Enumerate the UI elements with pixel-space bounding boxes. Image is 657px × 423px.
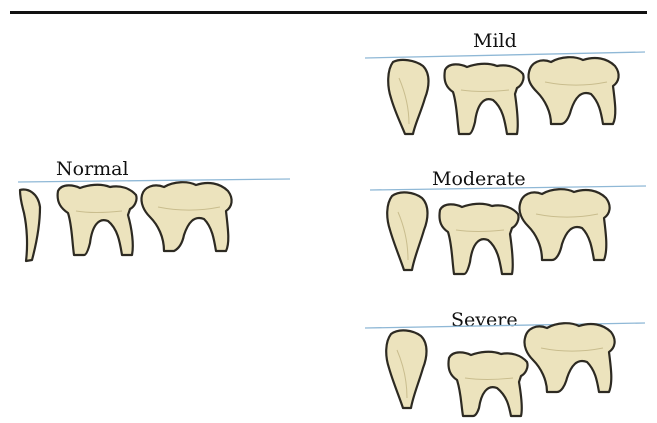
- occlusal-reference-line: [370, 186, 646, 190]
- tooth-premolar: [58, 185, 137, 255]
- mild-illustration: [365, 32, 650, 142]
- tooth-premolar: [439, 204, 518, 274]
- top-rule: [10, 11, 647, 14]
- tooth-molar: [519, 189, 609, 260]
- tooth-premolar: [444, 64, 523, 134]
- severe-illustration: [365, 308, 650, 420]
- occlusal-reference-line: [365, 52, 645, 58]
- panel-normal: Normal: [18, 155, 308, 275]
- tooth-left-partial: [20, 190, 40, 261]
- tooth-canine: [388, 60, 428, 134]
- tooth-molar: [528, 57, 618, 124]
- tooth-molar: [141, 182, 231, 251]
- panel-severe: Severe: [365, 308, 650, 420]
- tooth-canine: [387, 192, 427, 270]
- panel-mild: Mild: [365, 32, 650, 142]
- normal-illustration: [18, 155, 308, 275]
- panel-moderate: Moderate: [370, 170, 650, 280]
- moderate-illustration: [370, 170, 650, 280]
- tooth-canine: [386, 330, 426, 408]
- tooth-molar: [524, 323, 614, 392]
- tooth-premolar: [448, 352, 527, 416]
- occlusal-reference-line: [18, 179, 290, 182]
